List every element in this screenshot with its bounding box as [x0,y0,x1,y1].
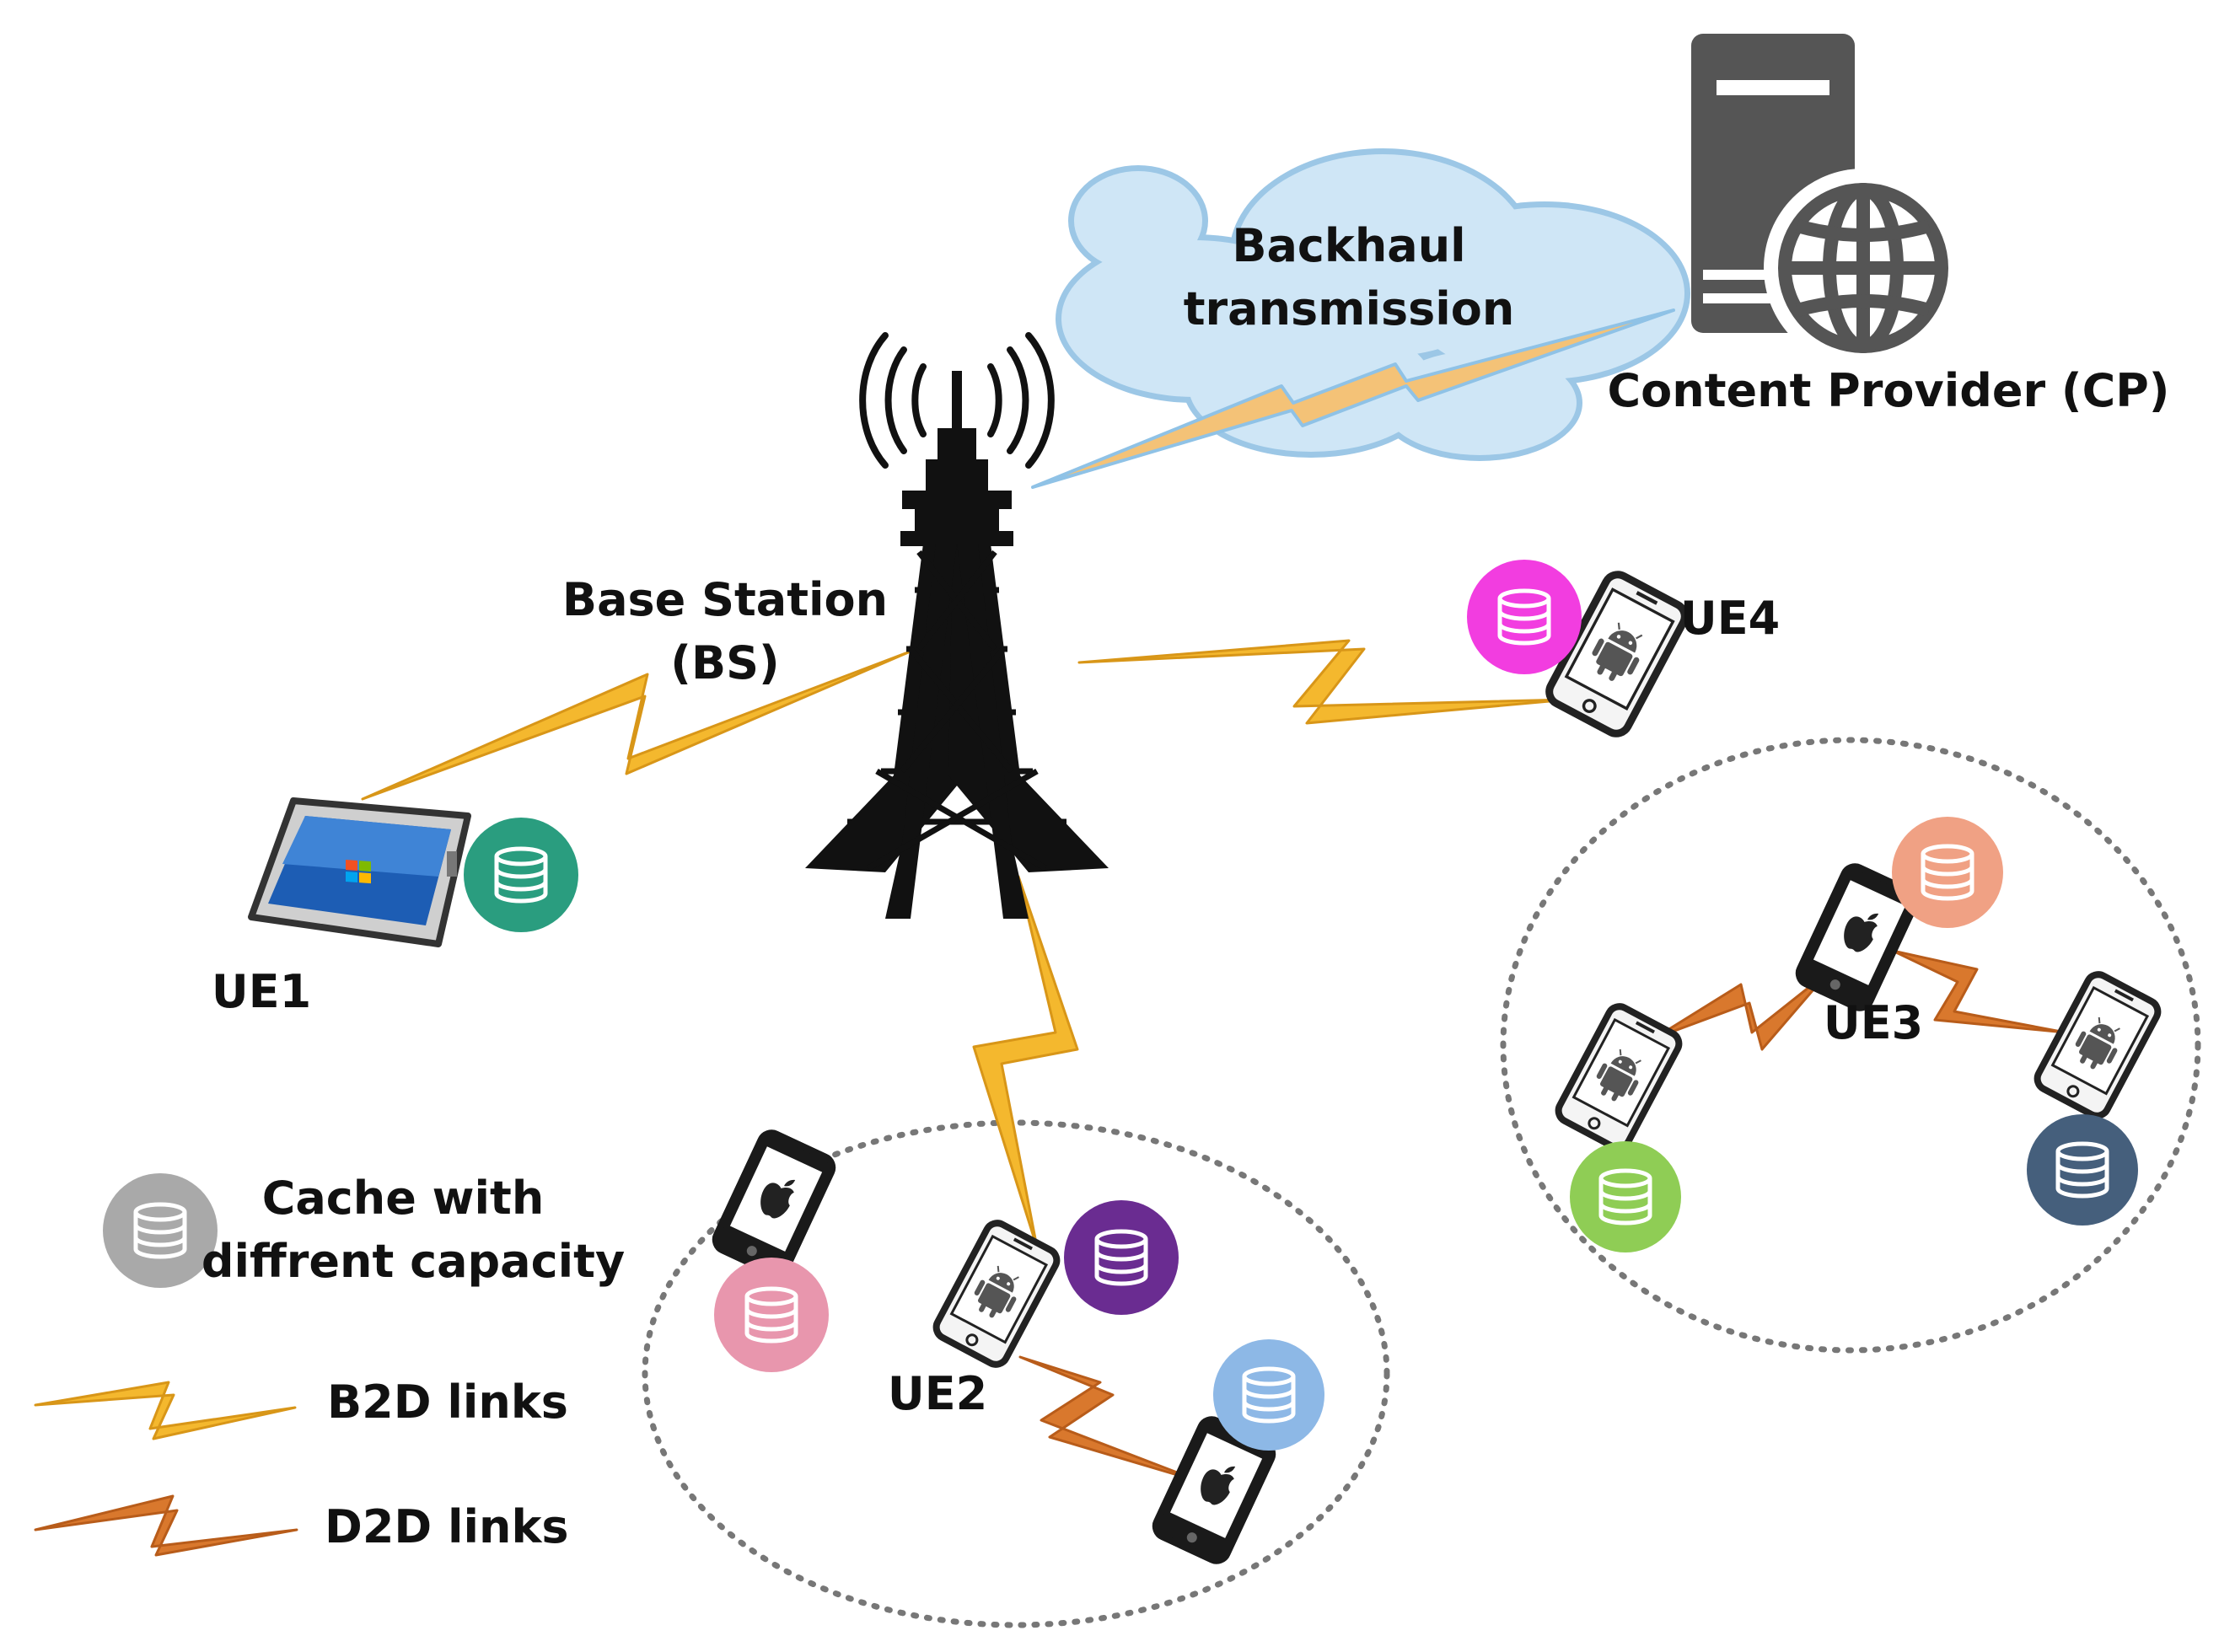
b2d-link-ue1 [361,649,914,801]
base-station-label-line2: (BS) [670,636,779,689]
cache-ue1 [464,818,578,932]
cache-ue3-green [1570,1141,1681,1252]
d2d-link-ue2 [1018,1355,1207,1485]
b2d-link-ue2 [972,875,1079,1249]
legend: Cache with diffrent capacity B2D links D… [34,1172,625,1557]
ue1-label: UE1 [212,965,311,1018]
phone-ue3-left [1555,1002,1684,1151]
cache-ue4 [1467,560,1582,674]
backhaul-cloud [1056,148,1690,461]
cache-ue2-blue [1213,1339,1324,1451]
ue3-label: UE3 [1824,996,1923,1049]
backhaul-label-line2: transmission [1184,282,1515,335]
cache-ue2-purple [1064,1200,1179,1315]
legend-b2d-label: B2D links [327,1376,568,1429]
legend-cache-label-line2: diffrent capacity [201,1235,625,1288]
phone-ue2-apple-top [712,1129,836,1279]
backhaul-link [1031,308,1675,489]
legend-cache-icon [103,1173,218,1288]
legend-b2d-icon [34,1381,297,1440]
tablet-icon [248,797,471,947]
legend-cache-label-line1: Cache with [262,1172,545,1225]
cache-ue3-orange [1892,817,2003,928]
cache-ue2-pink [714,1258,829,1372]
antenna-tower-icon [805,332,1109,919]
content-provider-label: Content Provider (CP) [1608,364,2170,417]
cache-ue3-navy [2027,1114,2138,1226]
ue4-label: UE4 [1680,592,1780,645]
phone-ue3-right [2034,970,2162,1119]
backhaul-label-line1: Backhaul [1232,219,1465,272]
legend-d2d-icon [34,1494,298,1557]
base-station-label-line1: Base Station [562,573,888,626]
legend-d2d-label: D2D links [325,1500,569,1553]
server-globe-icon [1691,34,1963,367]
cluster-ue2 [642,1119,1390,1628]
phone-ue2 [932,1219,1061,1368]
ue2-label: UE2 [888,1367,987,1420]
cluster-ue3 [1500,737,2201,1354]
